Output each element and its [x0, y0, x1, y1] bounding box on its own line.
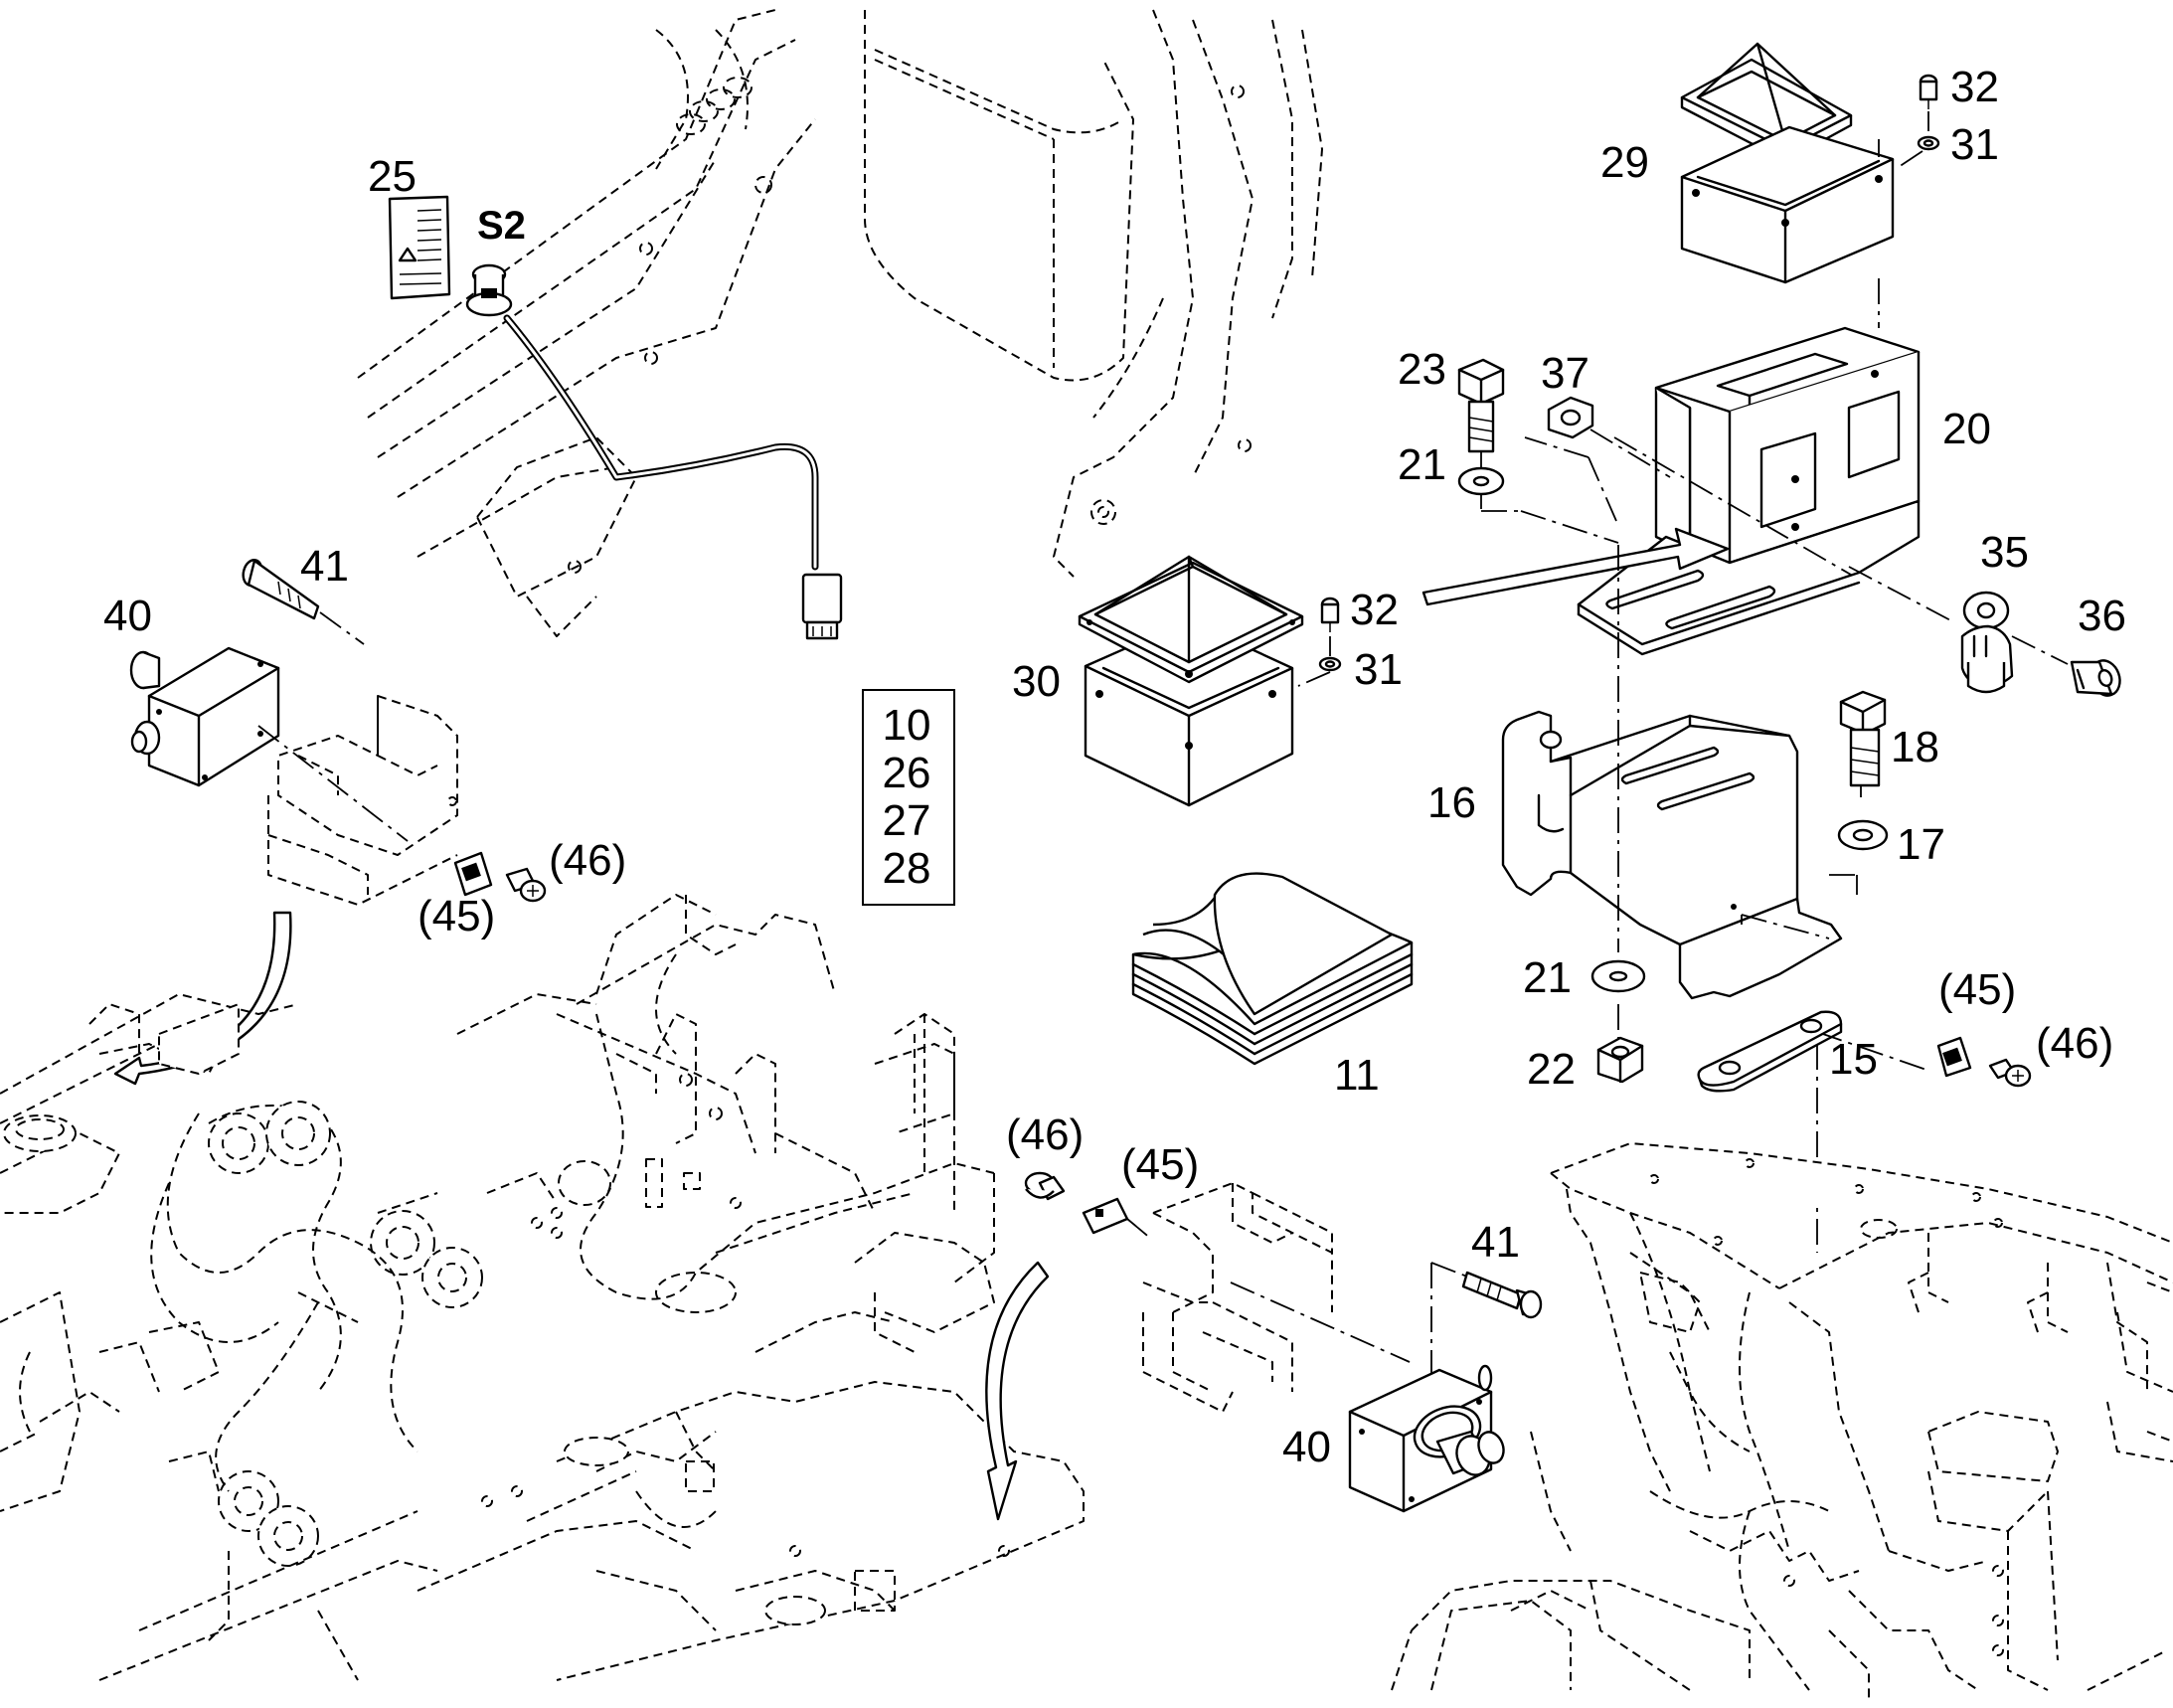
label-18: 18 [1891, 723, 1939, 771]
operators-manual-11 [1131, 872, 1414, 1066]
part-labels: 25 S2 41 40 (46) (45) 32 31 29 23 37 20 … [103, 63, 2126, 1471]
mounting-bracket-center-dashed [1142, 1182, 1411, 1413]
parts-reference-box: 10 26 27 28 [862, 689, 955, 906]
screw-46-left [505, 867, 547, 903]
washer-17 [1837, 819, 1889, 851]
label-30: 30 [1012, 657, 1061, 706]
screw-46-right [1988, 1058, 2032, 1088]
label-16: 16 [1427, 778, 1476, 827]
label-41-left: 41 [300, 542, 349, 591]
label-21-top: 21 [1398, 440, 1446, 489]
cover-box-29 [1680, 125, 1895, 284]
washer-31-top [1898, 135, 1940, 168]
label-35: 35 [1980, 528, 2029, 577]
label-23: 23 [1398, 345, 1446, 394]
curved-arrow-center [985, 1261, 1050, 1521]
label-10: 10 [883, 701, 931, 750]
label-32-top: 32 [1950, 63, 1999, 111]
label-41-center: 41 [1471, 1218, 1520, 1267]
bolt-36 [2011, 635, 2121, 697]
label-45-center: (45) [1121, 1140, 1199, 1189]
label-36: 36 [2078, 592, 2126, 640]
label-26: 26 [883, 749, 931, 797]
bolt-23 [1457, 358, 1505, 473]
chain-lines-bracket20 [1480, 278, 1955, 623]
screw-32-top [1919, 74, 1938, 131]
mounting-bracket-20 [1421, 326, 1921, 656]
label-20: 20 [1942, 405, 1991, 453]
label-21-bottom: 21 [1523, 953, 1572, 1002]
screw-46-center [1024, 1171, 1066, 1201]
washer-31-center [1297, 656, 1342, 687]
emergency-switch-s2 [465, 263, 513, 317]
label-28: 28 [883, 844, 931, 893]
auxiliary-switch-box-40-left [129, 646, 409, 842]
screw-32-center [1320, 597, 1340, 656]
label-27: 27 [883, 796, 931, 845]
nut-22 [1596, 1036, 1644, 1084]
cable-with-connector [503, 314, 843, 640]
label-40-center: 40 [1282, 1423, 1331, 1471]
label-46-center: (46) [1006, 1110, 1084, 1159]
label-25: 25 [368, 152, 417, 201]
bolt-41-center [1430, 1262, 1543, 1382]
clip-nut-45-right [1936, 1036, 1972, 1078]
label-45-right: (45) [1938, 965, 2016, 1014]
cover-lid-30 [1078, 555, 1304, 684]
label-31-top: 31 [1950, 120, 1999, 169]
label-32-center: 32 [1350, 586, 1399, 634]
curved-arrow-left [113, 911, 292, 1086]
mounting-bracket-left-dashed [267, 695, 458, 906]
washer-21-top [1457, 466, 1505, 496]
label-15: 15 [1829, 1035, 1878, 1084]
mounting-bracket-16 [1501, 710, 1843, 1000]
washer-21-bottom [1590, 959, 1646, 993]
label-46-right: (46) [2036, 1019, 2113, 1068]
bolt-18 [1839, 690, 1887, 787]
label-17: 17 [1897, 820, 1945, 869]
label-46-left: (46) [549, 836, 626, 885]
cab-frame-right [1391, 1142, 2173, 1700]
nut-37 [1547, 396, 1671, 478]
clip-nut-45-center [1082, 1197, 1152, 1240]
label-31-center: 31 [1354, 645, 1403, 694]
lower-machine-frame [0, 894, 1085, 1681]
warning-label-25 [388, 195, 451, 300]
auxiliary-switch-box-40-center [1348, 1364, 1505, 1513]
label-22: 22 [1527, 1045, 1576, 1094]
label-s2: S2 [477, 204, 526, 248]
label-45-left: (45) [418, 892, 495, 940]
label-40-left: 40 [103, 592, 152, 640]
clip-nut-45-left [453, 851, 493, 897]
label-29: 29 [1600, 138, 1649, 187]
bolt-41-left [242, 559, 365, 645]
strap-plate-15 [1697, 1010, 1843, 1093]
label-11: 11 [1334, 1051, 1380, 1100]
upper-machine-frame [357, 9, 1323, 637]
label-37: 37 [1541, 349, 1589, 398]
lock-35 [1960, 591, 2014, 694]
